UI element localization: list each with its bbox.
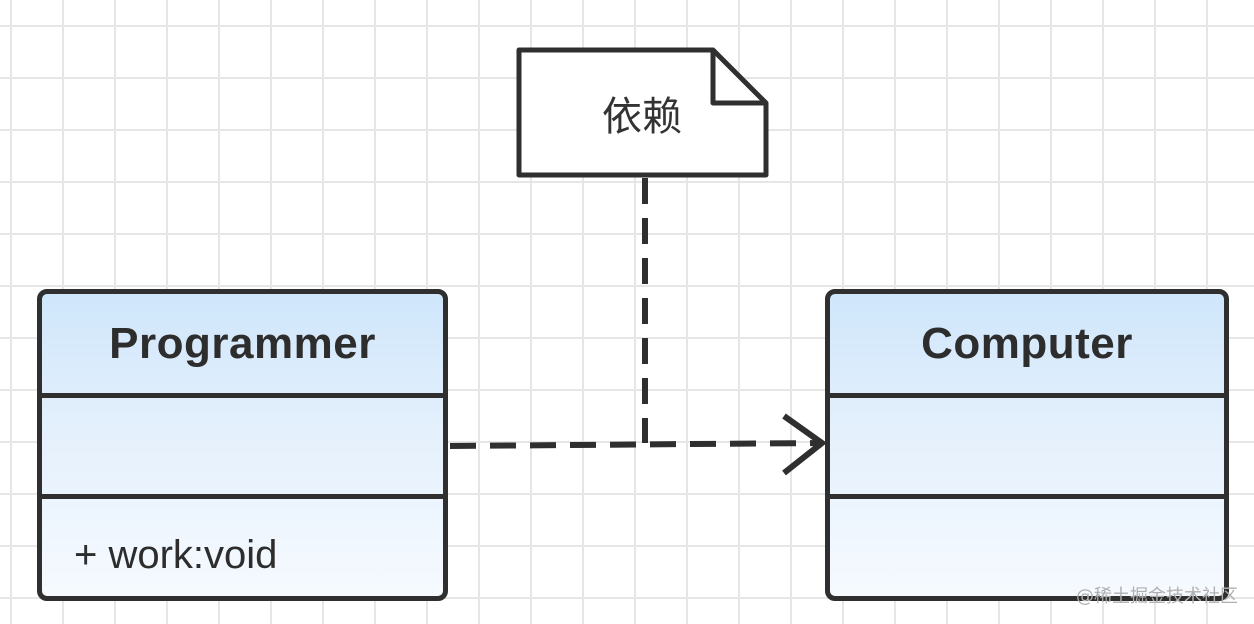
note-shape[interactable] bbox=[516, 47, 769, 178]
divider bbox=[830, 494, 1224, 499]
note-fold-corner bbox=[710, 50, 766, 106]
class-computer[interactable]: Computer bbox=[825, 289, 1229, 601]
note-label: 依赖 bbox=[602, 94, 682, 140]
watermark: @稀土掘金技术社区 bbox=[1076, 586, 1238, 607]
arrowhead-icon bbox=[782, 413, 828, 476]
attributes-compartment bbox=[830, 398, 1224, 494]
method-item: + work:void bbox=[74, 533, 278, 577]
divider bbox=[42, 494, 443, 499]
class-programmer[interactable]: Programmer + work:void bbox=[37, 289, 448, 601]
dependency-line[interactable] bbox=[449, 440, 821, 449]
divider bbox=[42, 393, 443, 398]
divider bbox=[830, 393, 1224, 398]
class-name: Programmer bbox=[109, 318, 376, 368]
attributes-compartment bbox=[42, 398, 443, 494]
methods-compartment: + work:void bbox=[42, 499, 443, 596]
class-name: Computer bbox=[921, 318, 1133, 368]
